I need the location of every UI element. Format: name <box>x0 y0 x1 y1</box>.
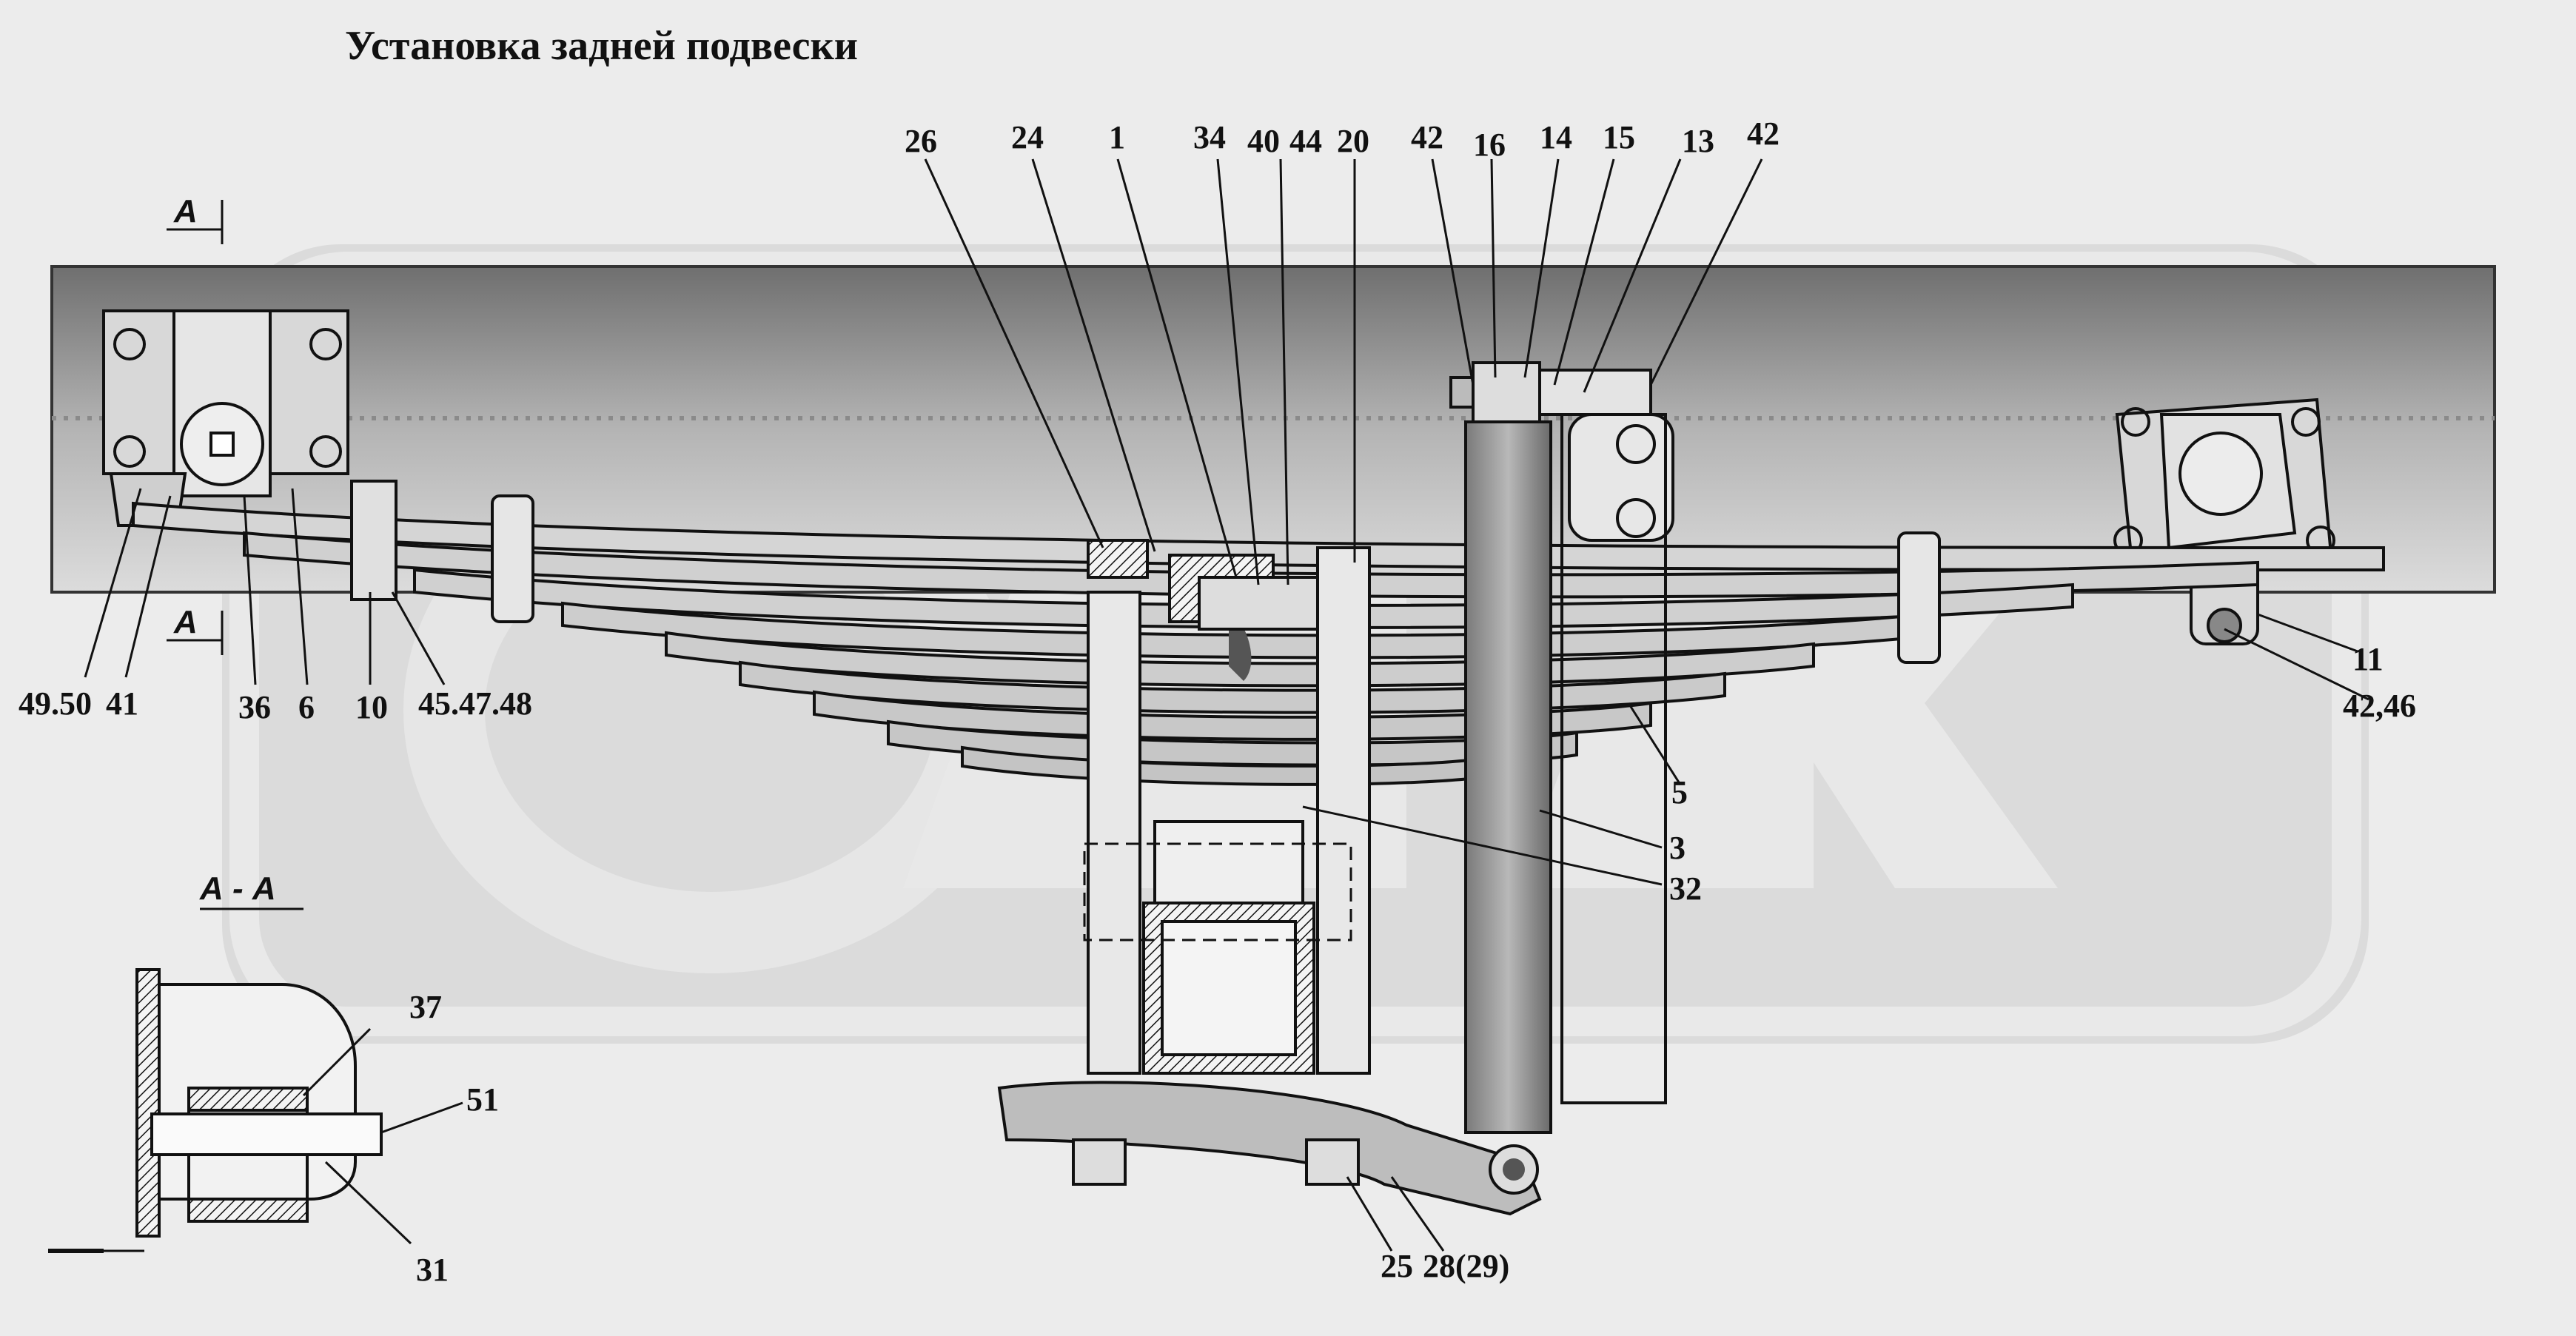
callout-36: 36 <box>238 689 271 725</box>
section-pin <box>150 1112 383 1156</box>
callout-45-47-48: 45.47.48 <box>418 685 532 722</box>
callout-16: 16 <box>1473 127 1506 163</box>
stop-block <box>1198 576 1319 631</box>
callout-42-right: 42 <box>1747 115 1780 152</box>
callout-24: 24 <box>1011 119 1044 155</box>
callout-20: 20 <box>1337 123 1369 159</box>
u-bolt-right <box>1316 546 1371 1075</box>
callout-41: 41 <box>106 685 138 722</box>
section-mark-lower-label: А <box>173 604 198 640</box>
section-mark-upper: А <box>167 193 224 244</box>
callout-49-50: 49.50 <box>19 685 92 722</box>
callout-6: 6 <box>298 689 315 725</box>
callout-42-46: 42,46 <box>2343 688 2416 724</box>
section-a-a-detail: А - А <box>48 870 383 1253</box>
callout-28-29: 28(29) <box>1423 1248 1509 1284</box>
callout-44: 44 <box>1289 123 1322 159</box>
nut-right <box>1305 1138 1360 1186</box>
u-bolt-left <box>1087 591 1141 1075</box>
section-mark-upper-label: А <box>173 193 198 229</box>
callout-labels: 26 24 1 34 40 44 20 42 16 14 15 13 42 11… <box>19 115 2416 1288</box>
callout-1: 1 <box>1109 119 1125 155</box>
callout-3: 3 <box>1669 830 1686 866</box>
callout-31: 31 <box>416 1252 449 1288</box>
section-bushing-bottom <box>187 1198 309 1223</box>
drawing-title: Установка задней подвески <box>345 23 858 69</box>
spring-clip-left <box>491 494 534 623</box>
callout-32: 32 <box>1669 870 1702 907</box>
callout-40: 40 <box>1247 123 1280 159</box>
section-a-a-title: А - А <box>199 870 276 907</box>
section-frame-web <box>135 968 161 1238</box>
axle-section-inner <box>1161 920 1297 1056</box>
section-mark-lower: А <box>167 604 224 655</box>
callout-42-left: 42 <box>1411 119 1443 155</box>
spring-cap <box>1087 539 1149 579</box>
callout-34: 34 <box>1193 119 1226 155</box>
nut-left <box>1072 1138 1127 1186</box>
rod-guide <box>1560 413 1667 1104</box>
spring-clip-right <box>1897 531 1941 664</box>
axle-seat-hidden <box>1083 842 1352 941</box>
callout-14: 14 <box>1540 119 1572 155</box>
callout-51: 51 <box>466 1081 499 1118</box>
clamp-bolt-left <box>350 480 398 601</box>
upper-rod-bracket <box>1449 361 1674 542</box>
callout-5: 5 <box>1671 774 1688 810</box>
callout-15: 15 <box>1603 119 1635 155</box>
torque-rod <box>1464 420 1552 1134</box>
callout-13: 13 <box>1682 123 1714 159</box>
lower-arm <box>997 1081 1542 1216</box>
leader-lines <box>84 158 2369 1252</box>
section-bushing-top <box>187 1087 309 1112</box>
callout-26: 26 <box>905 123 937 159</box>
callout-25: 25 <box>1381 1248 1413 1284</box>
callout-10: 10 <box>355 689 388 725</box>
axle-seat-assembly <box>1083 539 1371 1075</box>
rear-spring-bracket <box>2113 397 2335 645</box>
callout-11: 11 <box>2352 641 2384 677</box>
arm-end-bolt <box>1503 1158 1525 1181</box>
callout-37: 37 <box>409 989 442 1025</box>
